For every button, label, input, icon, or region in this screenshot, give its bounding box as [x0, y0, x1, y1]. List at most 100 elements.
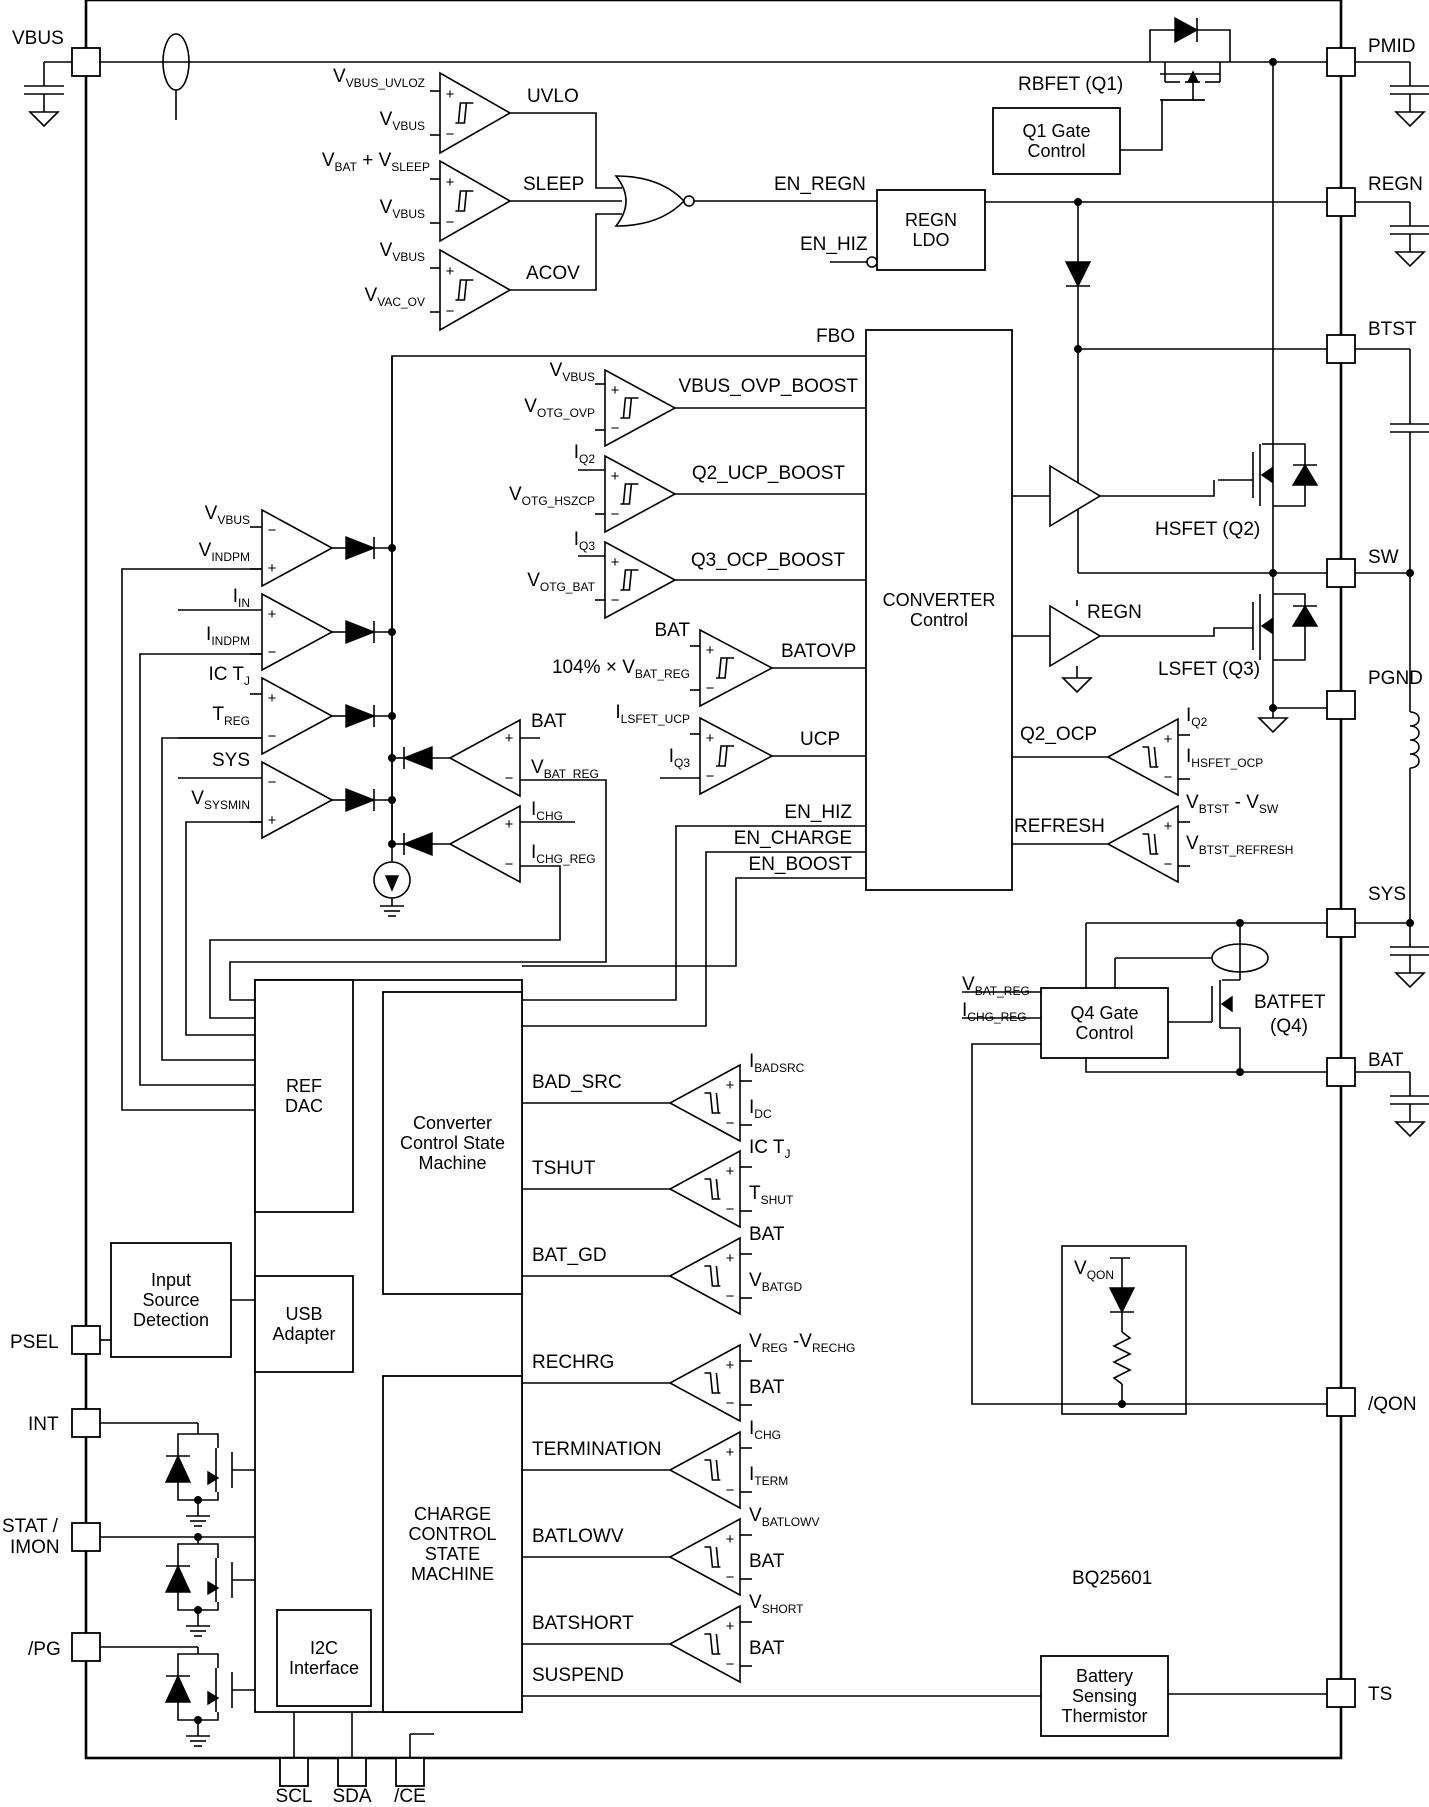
- pin-label-regn: REGN: [1368, 174, 1423, 195]
- sig-vbus-ovp-boost: VBUS_OVP_BOOST: [678, 376, 858, 397]
- batfet-arrow-icon: [1220, 995, 1233, 1013]
- pin-right: [1326, 187, 1356, 217]
- pin-label-pg: /PG: [28, 1639, 61, 1660]
- hysteresis-icon: [1142, 833, 1159, 855]
- converter-state-machine-block-text: Converter: [413, 1113, 492, 1133]
- sysmin-in2: VSYSMIN: [191, 788, 250, 812]
- pin-right: [1326, 47, 1356, 77]
- junction-dot: [388, 796, 396, 804]
- wire: [522, 851, 866, 1027]
- sig-ucp: UCP: [800, 729, 840, 750]
- hysteresis-icon: [704, 1372, 721, 1394]
- q1-gate-control-block-text: Q1 Gate: [1022, 121, 1090, 141]
- pin-label-ts: TS: [1368, 1684, 1392, 1705]
- termination-comparator: [668, 1430, 741, 1510]
- wire: [139, 653, 262, 1086]
- wire: [1273, 485, 1306, 507]
- ground-icon: [1394, 111, 1426, 128]
- rechrg-comparator-sign: −: [726, 1395, 735, 1412]
- sig-sleep: SLEEP: [523, 174, 584, 195]
- ucp-comparator: [699, 716, 774, 796]
- pin-label-stat: STAT /: [2, 1516, 59, 1537]
- batshort-in1: VSHORT: [749, 1592, 804, 1616]
- wire: [198, 1653, 219, 1668]
- junction-dot: [1269, 569, 1277, 577]
- vindpm-comparator-sign: −: [268, 522, 277, 539]
- pin-right: [1326, 908, 1356, 938]
- batlowv-comparator-sign: −: [726, 1569, 735, 1586]
- batlowv-in1: VBATLOWV: [749, 1505, 819, 1529]
- uvlo-comparator-sign: −: [446, 126, 455, 143]
- bat-reg-comparator: [448, 718, 521, 798]
- refresh-comparator-sign: +: [1164, 818, 1173, 835]
- rbfet-diode-icon: [1174, 16, 1199, 44]
- rechrg-comparator: [668, 1343, 741, 1423]
- wire: [522, 825, 866, 1001]
- q3-ocp-in2: VOTG_BAT: [527, 570, 595, 594]
- q2-ocp-comparator-sign: +: [1164, 731, 1173, 748]
- wire: [1120, 99, 1205, 151]
- vbus-ovp-in1: VVBUS: [550, 360, 595, 384]
- vindpm-in1: VVBUS: [205, 503, 250, 527]
- wire: [522, 877, 866, 967]
- q1-gate-control-block: [992, 107, 1121, 175]
- uvlo-in2: VVBUS: [380, 109, 425, 133]
- vbus-ovp-boost-comparator-sign: +: [611, 382, 620, 399]
- q2-ucp-boost-comparator-sign: −: [611, 506, 620, 523]
- ref-dac-block-text: DAC: [285, 1096, 323, 1116]
- batovp-comparator: [699, 628, 774, 708]
- q1-gate-control-block-text: Control: [1027, 141, 1085, 161]
- sig-rechrg: RECHRG: [532, 1352, 614, 1373]
- pin-label-btst: BTST: [1368, 319, 1417, 340]
- acov-in1: VVBUS: [380, 240, 425, 264]
- treg-comparator-sign: −: [268, 728, 277, 745]
- sig-batlowv: BATLOWV: [532, 1526, 624, 1547]
- sign: −: [505, 770, 514, 787]
- sig-suspend: SUSPEND: [532, 1665, 624, 1686]
- rechrg-in2: BAT: [749, 1377, 785, 1398]
- q2-ocp-in1: IQ2: [1186, 705, 1208, 729]
- pin-right: [1326, 1057, 1356, 1087]
- ucp-in1: ILSFET_UCP: [615, 702, 690, 726]
- converter-state-machine-block-text: Machine: [418, 1153, 486, 1173]
- batshort-comparator-sign: −: [726, 1656, 735, 1673]
- sign: +: [505, 730, 514, 747]
- converter-state-machine-block-text: Control State: [400, 1133, 505, 1153]
- battery-sensing-thermistor-block-text: Sensing: [1072, 1686, 1137, 1706]
- label-lsfet: LSFET (Q3): [1158, 659, 1260, 680]
- refresh-in2: VBTST_REFRESH: [1186, 833, 1293, 857]
- label-batfet-q4: (Q4): [1270, 1016, 1308, 1037]
- batovp-in2: 104% × VBAT_REG: [552, 657, 690, 681]
- hysteresis-icon: [620, 397, 639, 419]
- sig-tshut: TSHUT: [532, 1158, 596, 1179]
- iindpm-comparator-sign: −: [268, 644, 277, 661]
- rechrg-in1: VREG -VRECHG: [749, 1331, 855, 1355]
- q4-in2: ICHG_REG: [962, 1000, 1027, 1024]
- tshut-in1: IC TJ: [749, 1137, 791, 1161]
- wire: [1085, 1058, 1327, 1073]
- junction-dot: [388, 712, 396, 720]
- pin-label-sys: SYS: [1368, 884, 1406, 905]
- sig-bat-gd: BAT_GD: [532, 1245, 607, 1266]
- vindpm-comparator: [261, 508, 334, 588]
- pin-label-imon: IMON: [10, 1537, 60, 1558]
- sig-batovp: BATOVP: [781, 641, 856, 662]
- tshut-comparator-sign: +: [726, 1163, 735, 1180]
- nor-gate-icon: [614, 175, 686, 227]
- wires: [24, 18, 1429, 1758]
- charge-state-machine-block-text: CONTROL: [408, 1524, 496, 1544]
- hysteresis-icon: [455, 279, 474, 301]
- ground-icon: [1394, 972, 1426, 989]
- q2-ocp-in2: IHSFET_OCP: [1186, 746, 1263, 770]
- i2c-interface-block: [276, 1609, 372, 1707]
- hs-driver-icon: [1049, 464, 1102, 528]
- q2-ucp-in1: IQ2: [574, 442, 596, 466]
- hysteresis-icon: [716, 745, 735, 767]
- junction-dot: [1406, 569, 1414, 577]
- vbus-ovp-boost-comparator: [604, 368, 677, 448]
- wire: [209, 865, 561, 1019]
- treg-comparator: [261, 676, 334, 756]
- rbfet-arrow-icon: [1186, 70, 1200, 83]
- wire: [198, 1433, 219, 1448]
